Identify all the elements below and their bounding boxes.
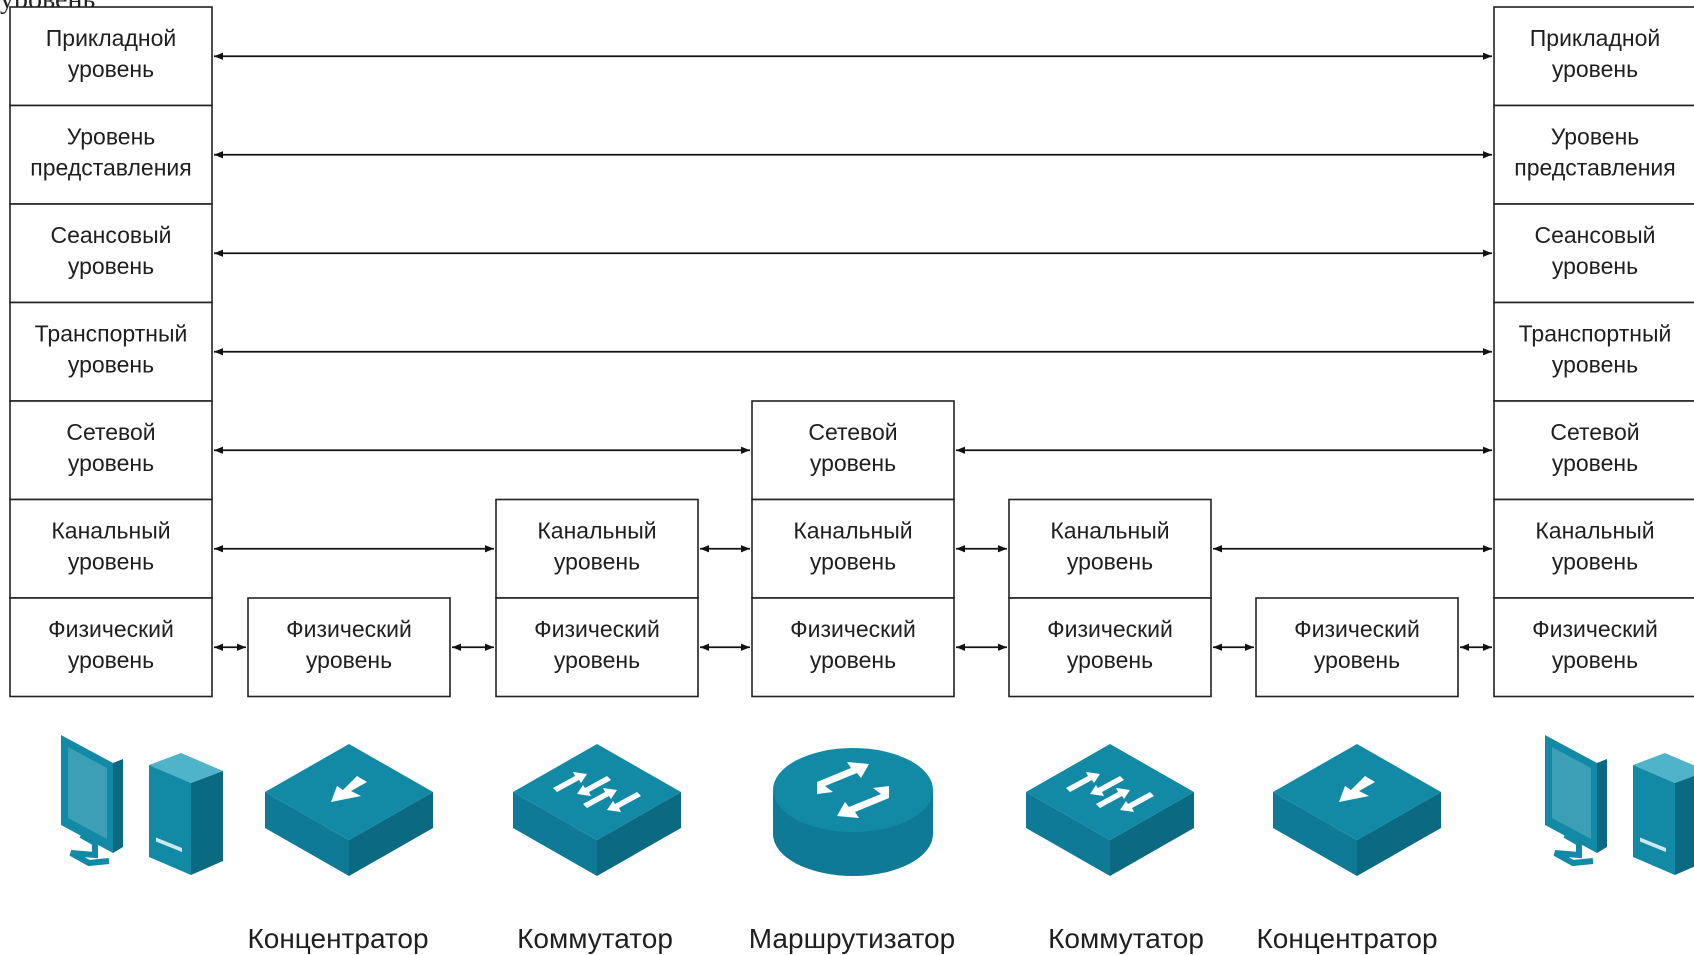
host-right-session-layer-box: Сеансовый уровень — [1493, 203, 1694, 304]
host-right-session-label-line2: уровень — [1552, 253, 1638, 279]
host-left-transport-label-line1: Транспортный — [35, 321, 188, 347]
host-left-transport-layer-box: Транспортный уровень — [9, 301, 213, 402]
host-right-presentation-label-line1: Уровень — [1551, 124, 1640, 150]
device-label-router: Маршрутизатор — [749, 923, 955, 954]
host-right-network-label-line2: уровень — [1552, 450, 1638, 476]
host-left-application-label-line1: Прикладной — [46, 25, 176, 51]
host-left-application-layer-box: Прикладной уровень — [9, 6, 213, 107]
switch-left-datalink-label-line2: уровень — [554, 549, 640, 575]
hub-icon — [1273, 744, 1441, 876]
hub-icon — [265, 744, 433, 876]
host-right-datalink-label-line1: Канальный — [1535, 518, 1654, 544]
hub-right-physical-label-line2: уровень — [1314, 647, 1400, 673]
hub-right-physical-layer-box: Физический уровень — [1255, 597, 1459, 698]
host-right-datalink-layer-box: Канальный уровень — [1493, 498, 1694, 599]
switch-left-datalink-label-line1: Канальный — [537, 518, 656, 544]
switch-left-datalink-layer-box: Канальный уровень — [495, 498, 699, 599]
switch-right-datalink-layer-box: Канальный уровень — [1008, 498, 1212, 599]
router-network-layer-box: Сетевой уровень — [751, 400, 955, 501]
host-right-transport-label-line2: уровень — [1552, 352, 1638, 378]
computer-icon — [1545, 735, 1694, 875]
host-right-datalink-label-line2: уровень — [1552, 549, 1638, 575]
device-label-hub-right: Концентратор — [1256, 923, 1437, 954]
hub-left-physical-label-line1: Физический — [286, 616, 412, 642]
router-datalink-label-line1: Канальный — [793, 518, 912, 544]
router-network-label-line1: Сетевой — [808, 419, 897, 445]
host-left-application-label-line2: уровень — [68, 56, 154, 82]
router-datalink-label-line2: уровень — [810, 549, 896, 575]
switch-icon — [513, 744, 681, 876]
switch-left-physical-layer-box: Физический уровень — [495, 597, 699, 698]
switch-icon — [1026, 744, 1194, 876]
switch-left-physical-label-line1: Физический — [534, 616, 660, 642]
router-datalink-layer-box: Канальный уровень — [751, 498, 955, 599]
host-right-application-label-line2: уровень — [1552, 56, 1638, 82]
host-left-presentation-label-line1: Уровень — [67, 124, 156, 150]
switch-right-physical-label-line1: Физический — [1047, 616, 1173, 642]
router-physical-layer-box: Физический уровень — [751, 597, 955, 698]
host-left-transport-label-line2: уровень — [68, 352, 154, 378]
host-right-network-layer-box: Сетевой уровень — [1493, 400, 1694, 501]
hub-left-physical-label-line2: уровень — [306, 647, 392, 673]
host-left-physical-label-line1: Физический — [48, 616, 174, 642]
host-right-transport-label-line1: Транспортный — [1519, 321, 1672, 347]
host-left-datalink-label-line1: Канальный — [51, 518, 170, 544]
hub-left-physical-layer-box: Физический уровень — [247, 597, 451, 698]
computer-icon — [61, 735, 223, 875]
host-right-physical-label-line2: уровень — [1552, 647, 1638, 673]
host-right-physical-label-line1: Физический — [1532, 616, 1658, 642]
switch-right-physical-layer-box: Физический уровень — [1008, 597, 1212, 698]
host-right-presentation-layer-box: Уровень представления — [1493, 104, 1694, 205]
host-left-physical-layer-box: Физический уровень — [9, 597, 213, 698]
switch-right-datalink-label-line1: Канальный — [1050, 518, 1169, 544]
switch-right-datalink-label-line2: уровень — [1067, 549, 1153, 575]
host-left-datalink-label-line2: уровень — [68, 549, 154, 575]
host-right-session-label-line1: Сеансовый — [1534, 222, 1655, 248]
host-left-presentation-label-line2: представления — [30, 155, 191, 181]
host-right-physical-layer-box: Физический уровень — [1493, 597, 1694, 698]
host-left-session-label-line2: уровень — [68, 253, 154, 279]
host-right-transport-layer-box: Транспортный уровень — [1493, 301, 1694, 402]
host-left-session-label-line1: Сеансовый — [50, 222, 171, 248]
host-right-presentation-label-line2: представления — [1514, 155, 1675, 181]
router-physical-label-line2: уровень — [810, 647, 896, 673]
router-physical-label-line1: Физический — [790, 616, 916, 642]
router-network-label-line2: уровень — [810, 450, 896, 476]
device-label-hub-left: Концентратор — [247, 923, 428, 954]
host-left-network-layer-box: Сетевой уровень — [9, 400, 213, 501]
host-left-network-label-line1: Сетевой — [66, 419, 155, 445]
host-left-presentation-layer-box: Уровень представления — [9, 104, 213, 205]
host-right-application-layer-box: Прикладной уровень — [1493, 6, 1694, 107]
router-icon — [773, 748, 933, 876]
host-left-network-label-line2: уровень — [68, 450, 154, 476]
device-label-switch-left: Коммутатор — [517, 923, 673, 954]
host-left-session-layer-box: Сеансовый уровень — [9, 203, 213, 304]
host-left-datalink-layer-box: Канальный уровень — [9, 498, 213, 599]
host-right-application-label-line1: Прикладной — [1530, 25, 1660, 51]
host-left-physical-label-line2: уровень — [68, 647, 154, 673]
hub-right-physical-label-line1: Физический — [1294, 616, 1420, 642]
switch-left-physical-label-line2: уровень — [554, 647, 640, 673]
device-label-switch-right: Коммутатор — [1048, 923, 1204, 954]
switch-right-physical-label-line2: уровень — [1067, 647, 1153, 673]
host-right-network-label-line1: Сетевой — [1550, 419, 1639, 445]
